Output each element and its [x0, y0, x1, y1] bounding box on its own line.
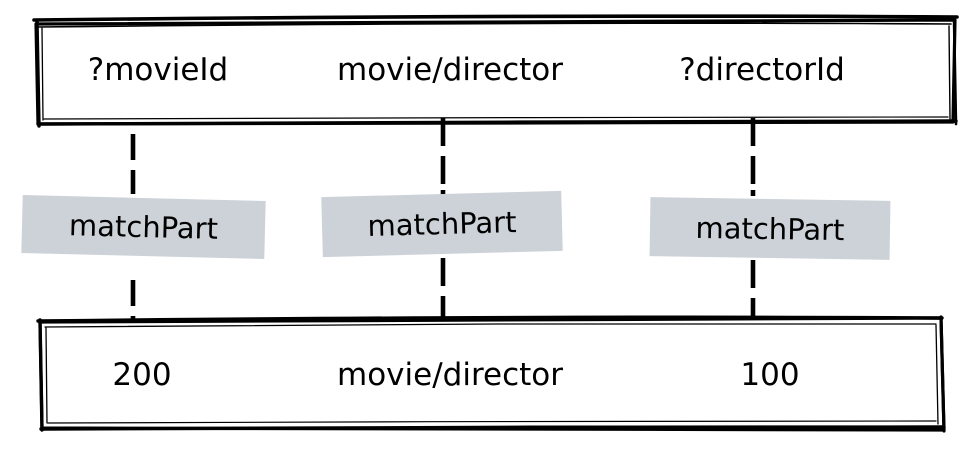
matchpart-chip-label: matchPart: [695, 210, 845, 247]
matchpart-chip-object: matchPart: [649, 197, 891, 260]
pattern-box-outline: [32, 14, 959, 128]
pattern-cell-object: ?directorId: [679, 52, 845, 88]
matchpart-chip-predicate: matchPart: [321, 190, 563, 258]
fact-cell-predicate: movie/director: [337, 357, 563, 393]
fact-box-outline: [36, 315, 946, 433]
matchpart-chip-subject: matchPart: [21, 195, 266, 259]
matchpart-chip-label: matchPart: [68, 208, 219, 246]
fact-cell-subject: 200: [112, 357, 172, 393]
pattern-cell-predicate: movie/director: [337, 52, 563, 88]
matchpart-chip-label: matchPart: [367, 205, 517, 243]
pattern-cell-subject: ?movieId: [87, 52, 229, 88]
fact-cell-object: 100: [740, 357, 800, 393]
